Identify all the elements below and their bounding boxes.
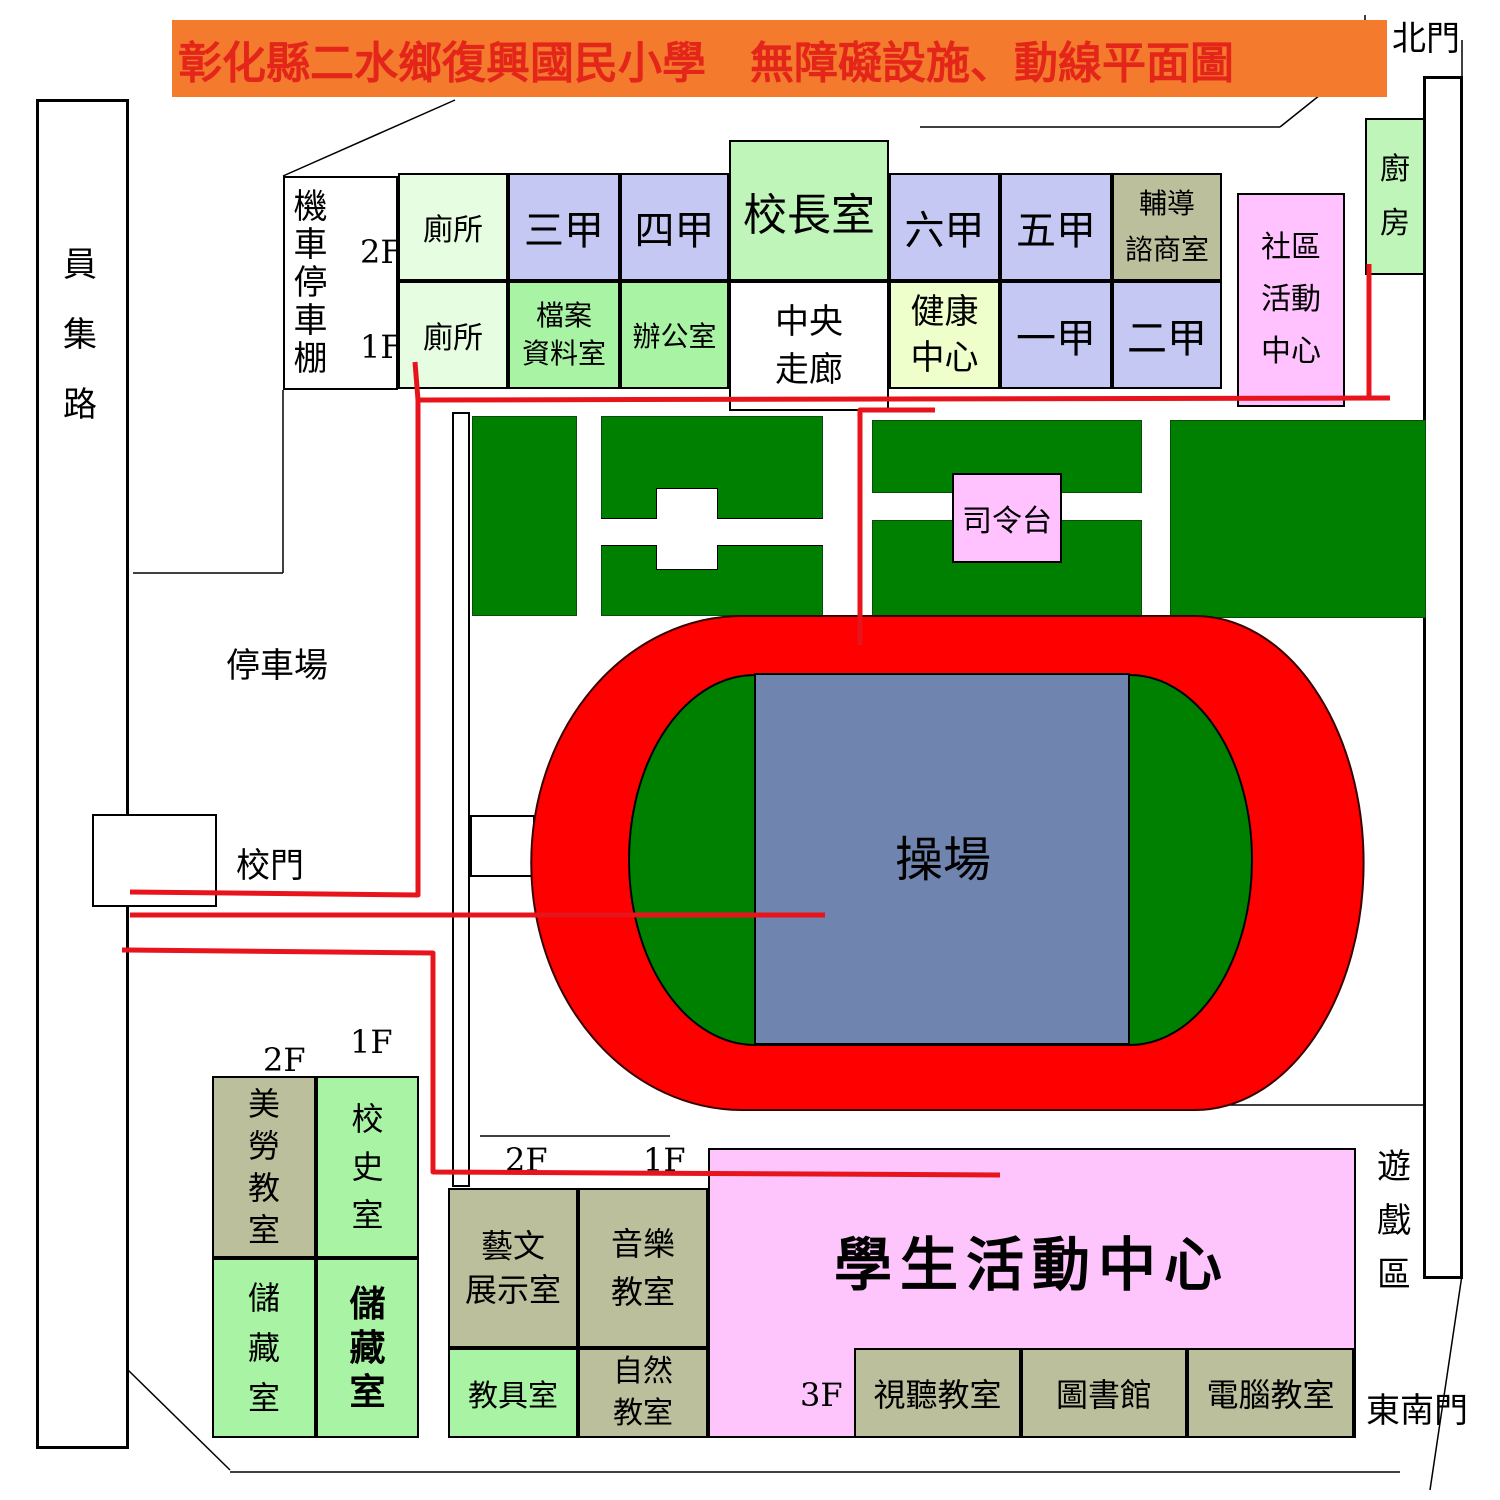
toilet-1f: 廁所 [398,281,508,389]
central-corridor: 中央 走廊 [729,281,889,411]
moto-shed: 機 車 停 車 棚 [283,176,398,390]
computer-classroom: 電腦教室 [1187,1348,1354,1438]
class-4a: 四甲 [620,173,729,281]
parking-label: 停車場 [226,646,328,686]
map-title: 彰化縣二水鄉復興國民小學 無障礙設施、動線平面圖 [172,20,1387,97]
north-boundary-diag [1279,94,1321,128]
route-center-down [857,407,935,645]
podium: 司令台 [952,473,1062,563]
north-boundary-left [282,99,456,177]
sw-2f-label: 2F [263,1041,306,1079]
art-gallery: 藝文 展示室 [448,1188,578,1348]
health-center: 健康 中心 [889,281,1000,389]
route-north [412,361,1391,403]
teaching-aids-room: 教具室 [448,1348,578,1438]
sc-3f-label: 3F [800,1376,843,1414]
playground-label: 遊 戲 區 [1377,1147,1411,1295]
student-activity-center-label: 學生活動中心 [833,1231,1230,1299]
library: 圖書館 [1021,1348,1187,1438]
lawn-1 [472,416,577,616]
west-walkway [452,412,470,1187]
archives-room: 檔案 資料室 [508,281,620,389]
moto-1f-label: 1F [360,328,403,366]
yuanji-road [36,99,129,1449]
counseling-room: 輔導 諮商室 [1112,173,1222,281]
office: 辦公室 [620,281,729,389]
toilet-2f: 廁所 [398,173,508,281]
east-road [1423,76,1463,1279]
class-5a: 五甲 [1000,173,1112,281]
north-gate-label: 北門 [1392,19,1460,59]
storage-room-left: 儲 藏 室 [212,1258,316,1438]
yuanji-road-label: 員 集 路 [63,245,97,425]
kitchen: 廚 房 [1365,118,1425,275]
lawn-2-cross-v2 [657,489,717,569]
southwest-boundary [127,1369,231,1471]
sw-1f-label: 1F [350,1023,393,1061]
community-center: 社區 活動 中心 [1237,193,1345,407]
east-boundary-diag [1429,1274,1463,1491]
class-1a: 一甲 [1000,281,1112,389]
science-classroom: 自然 教室 [578,1348,708,1438]
av-classroom: 視聽教室 [854,1348,1021,1438]
moto-2f-label: 2F [360,233,403,271]
music-classroom: 音樂 教室 [578,1188,708,1348]
class-2a: 二甲 [1112,281,1222,389]
school-history-room: 校 史 室 [316,1076,419,1258]
lawn-4 [1170,420,1426,618]
route-south [121,947,1001,1178]
art-labor-classroom: 美 勞 教 室 [212,1076,316,1258]
storage-room-right: 儲 藏 室 [316,1258,419,1438]
principal-office: 校長室 [729,140,889,281]
school-gate-label: 校門 [236,846,304,886]
class-3a: 三甲 [508,173,620,281]
class-6a: 六甲 [889,173,1000,281]
field-label: 操場 [895,832,992,888]
small-gate-box [470,815,535,877]
field-rect [754,673,1130,1045]
route-west-vertical [129,400,421,898]
southeast-gate-label: 東南門 [1366,1391,1468,1431]
